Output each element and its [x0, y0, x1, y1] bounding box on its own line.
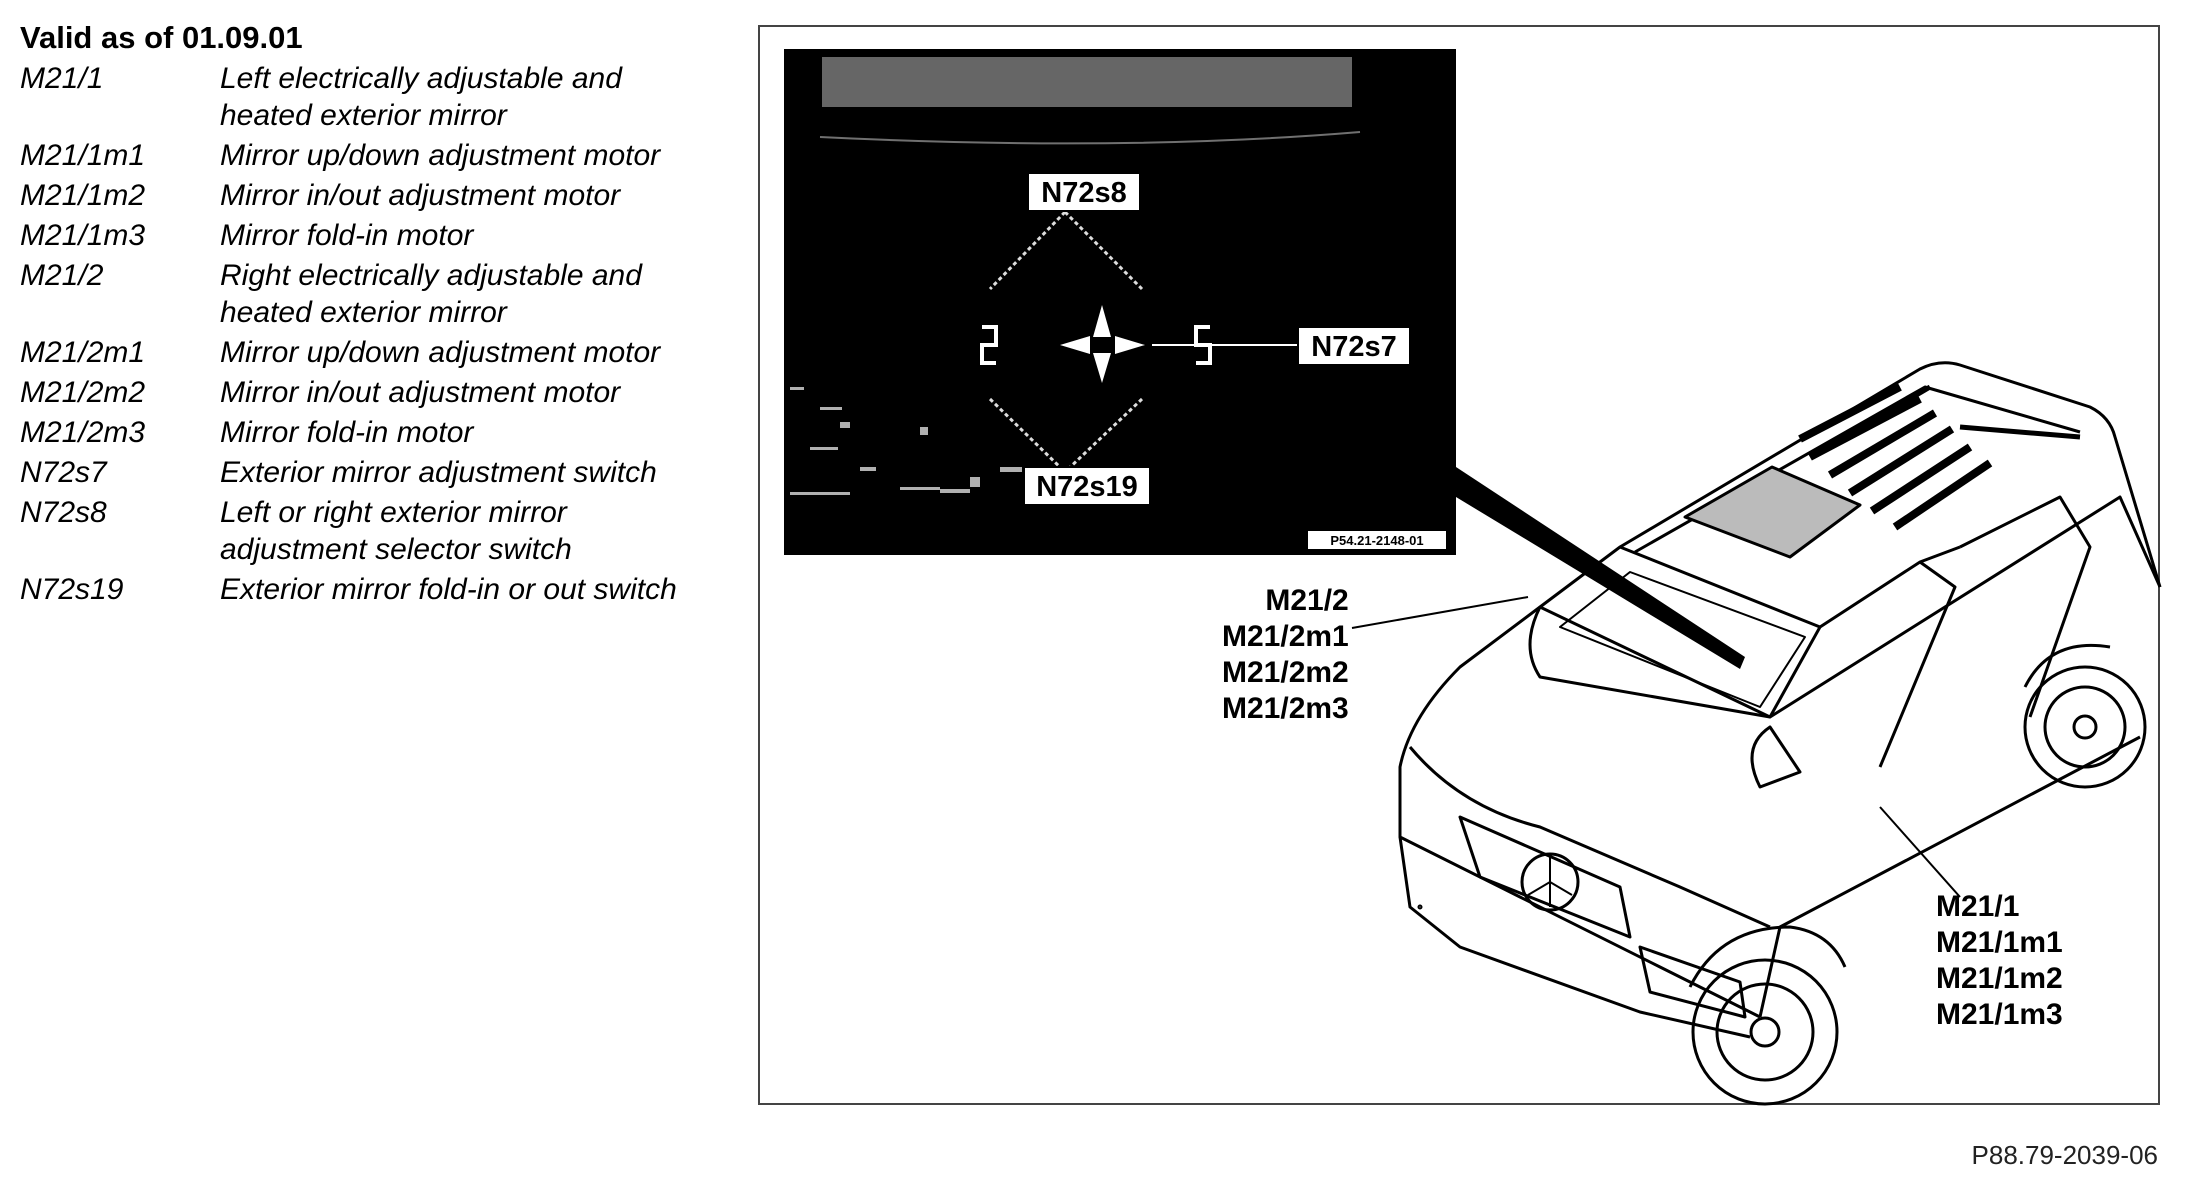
- callout-code: M21/1m1: [1936, 926, 2063, 959]
- legend-row: M21/1m3 Mirror fold-in motor: [20, 217, 720, 254]
- legend-description: Mirror in/out adjustment motor: [220, 179, 621, 212]
- legend-row: M21/2m3 Mirror fold-in motor: [20, 414, 720, 451]
- legend-row: N72s7 Exterior mirror adjustment switch: [20, 454, 720, 491]
- legend-row: M21/2 Right electrically adjustable and h…: [20, 257, 720, 331]
- inset-pointer: [1456, 467, 1745, 669]
- switch-inset: N72s8 N72s7 N72s19 P54.21-2148-01: [784, 49, 1456, 555]
- legend-code: M21/2m1: [20, 336, 146, 369]
- leader-right-mirror: [1351, 596, 1529, 629]
- legend-description: Mirror in/out adjustment motor: [220, 376, 621, 409]
- diagram-figure: N72s8 N72s7 N72s19 P54.21-2148-01: [758, 25, 2162, 1106]
- legend-heading: Valid as of 01.09.01: [20, 20, 303, 55]
- legend-code: M21/1m1: [20, 139, 146, 172]
- legend-row: M21/1 Left electrically adjustable and he…: [20, 60, 720, 134]
- legend-description: Exterior mirror adjustment switch: [220, 456, 657, 489]
- callout-code: M21/2: [1265, 584, 1349, 617]
- legend-row: N72s19 Exterior mirror fold-in or out swi…: [20, 571, 720, 608]
- legend-code: M21/2m2: [20, 376, 146, 409]
- legend-code: N72s8: [20, 496, 107, 529]
- legend-code: N72s7: [20, 456, 107, 489]
- legend-row: M21/2m1 Mirror up/down adjustment motor: [20, 334, 720, 371]
- legend-description: Mirror fold-in motor: [220, 219, 474, 252]
- legend-row: N72s8 Left or right exterior mirror adjus…: [20, 494, 720, 568]
- legend-code: M21/1m3: [20, 219, 146, 252]
- callout-code: M21/2m3: [1222, 692, 1349, 725]
- leader-left-mirror: [1879, 806, 1961, 898]
- legend-code: N72s19: [20, 573, 124, 606]
- legend-code: M21/1: [20, 62, 104, 95]
- legend-row: M21/1m2 Mirror in/out adjustment motor: [20, 177, 720, 214]
- label-n72s19: N72s19: [1036, 471, 1138, 503]
- label-n72s8: N72s8: [1041, 177, 1126, 209]
- legend-description: Mirror up/down adjustment motor: [220, 336, 661, 369]
- legend-description: Mirror up/down adjustment motor: [220, 139, 661, 172]
- legend-code: M21/2: [20, 259, 104, 292]
- figure-reference: P88.79-2039-06: [1971, 1140, 2158, 1170]
- callout-code: M21/1m3: [1936, 998, 2063, 1031]
- legend-panel: Valid as of 01.09.01 M21/1 Left electrica…: [20, 18, 720, 611]
- legend-description: Exterior mirror fold-in or out switch: [220, 573, 677, 606]
- legend-description: Mirror fold-in motor: [220, 416, 474, 449]
- inset-ref-code: P54.21-2148-01: [1330, 533, 1423, 548]
- legend-description: Right electrically adjustable and heated…: [220, 259, 642, 329]
- legend-description: Left or right exterior mirror adjustment…: [220, 496, 572, 566]
- legend-description: Left electrically adjustable and heated …: [220, 62, 622, 132]
- label-n72s7: N72s7: [1311, 331, 1396, 363]
- callout-code: M21/1m2: [1936, 962, 2063, 995]
- callout-code: M21/2m2: [1222, 656, 1349, 689]
- legend-list: M21/1 Left electrically adjustable and he…: [20, 60, 720, 608]
- legend-code: M21/2m3: [20, 416, 146, 449]
- callout-code: M21/2m1: [1222, 620, 1349, 653]
- vehicle-diagram: N72s8 N72s7 N72s19 P54.21-2148-01: [784, 49, 2162, 1106]
- legend-code: M21/1m2: [20, 179, 146, 212]
- legend-row: M21/1m1 Mirror up/down adjustment motor: [20, 137, 720, 174]
- legend-row: M21/2m2 Mirror in/out adjustment motor: [20, 374, 720, 411]
- callout-code: M21/1: [1936, 890, 2020, 923]
- vehicle-drawing: [1288, 361, 2162, 1106]
